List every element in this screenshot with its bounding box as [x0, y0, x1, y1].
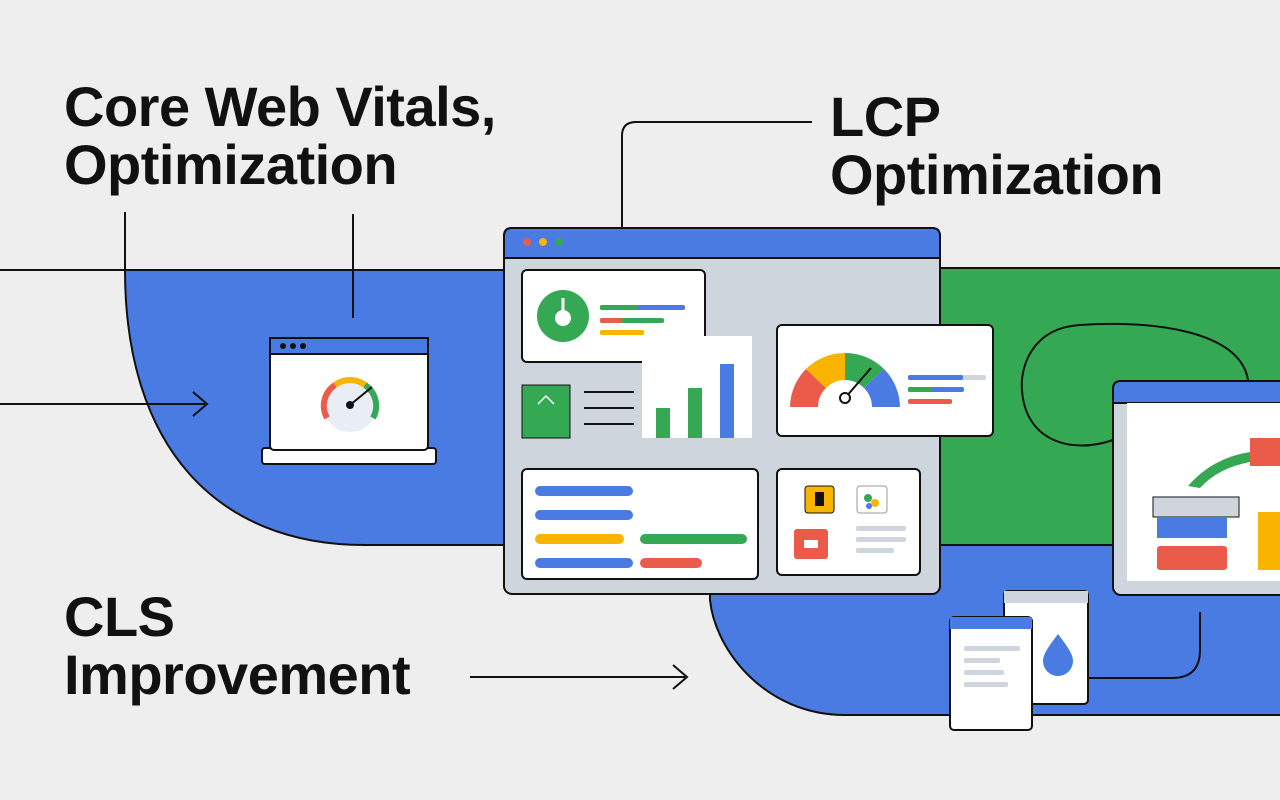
- droplet-icon: [1043, 634, 1073, 676]
- bar-chart-icon: [656, 364, 734, 438]
- browser-window-right: [1112, 380, 1280, 596]
- heading-core-web-vitals-line1: Core Web Vitals,: [64, 75, 496, 138]
- pie-gauge-icon: [537, 290, 589, 342]
- heading-lcp-optimization: LCP Optimization: [830, 85, 1164, 207]
- connector-lines: [0, 121, 1249, 690]
- heading-lcp-line1: LCP: [830, 85, 941, 148]
- heading-cls-line2: Improvement: [64, 643, 411, 707]
- speedometer-icon: [790, 352, 900, 407]
- laptop-icon: [261, 337, 437, 465]
- gauge-card: [776, 324, 994, 437]
- heading-core-web-vitals: Core Web Vitals, Optimization: [64, 75, 496, 197]
- heading-cls-line1: CLS: [64, 585, 175, 648]
- heading-lcp-line2: Optimization: [830, 143, 1164, 207]
- browser-window-main: [503, 227, 941, 595]
- speedometer-icon: [320, 377, 380, 432]
- heading-cls-improvement: CLS Improvement: [64, 585, 411, 707]
- document-stack: [949, 590, 1089, 731]
- heading-core-web-vitals-line2: Optimization: [64, 133, 398, 197]
